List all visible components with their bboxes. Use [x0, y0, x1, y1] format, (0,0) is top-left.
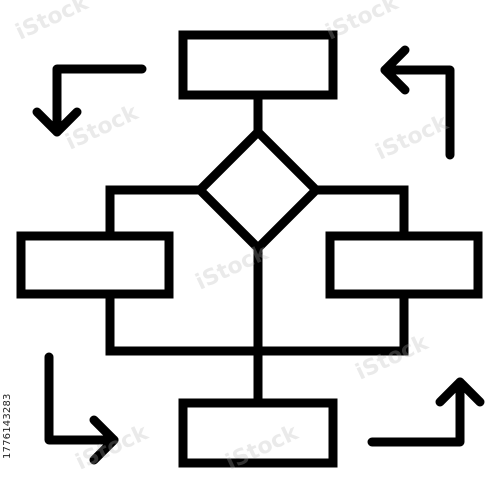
watermark-text: iStock — [352, 330, 433, 386]
cycle-arrows — [32, 45, 485, 465]
watermark-text: iStock — [12, 0, 93, 45]
flowchart-shapes — [16, 30, 483, 468]
watermark-text: iStock — [72, 420, 153, 476]
decision-diamond — [193, 125, 323, 255]
arrow-top-left-icon — [32, 64, 147, 137]
stock-id: 1776143283 — [2, 393, 13, 459]
watermark-text: iStock — [62, 100, 143, 156]
arrow-bottom-left-icon — [44, 352, 119, 465]
top-process-box — [178, 30, 338, 100]
watermark-text: iStock — [372, 110, 453, 166]
connector-diamond-right — [316, 185, 409, 236]
watermark-text: iStock — [322, 0, 403, 45]
right-process-box — [325, 231, 483, 299]
arrow-top-right-icon — [380, 45, 455, 160]
connector-diamond-left — [105, 185, 200, 236]
bottom-process-box — [178, 398, 338, 468]
arrow-bottom-right-icon — [367, 377, 485, 447]
left-process-box — [16, 231, 174, 299]
